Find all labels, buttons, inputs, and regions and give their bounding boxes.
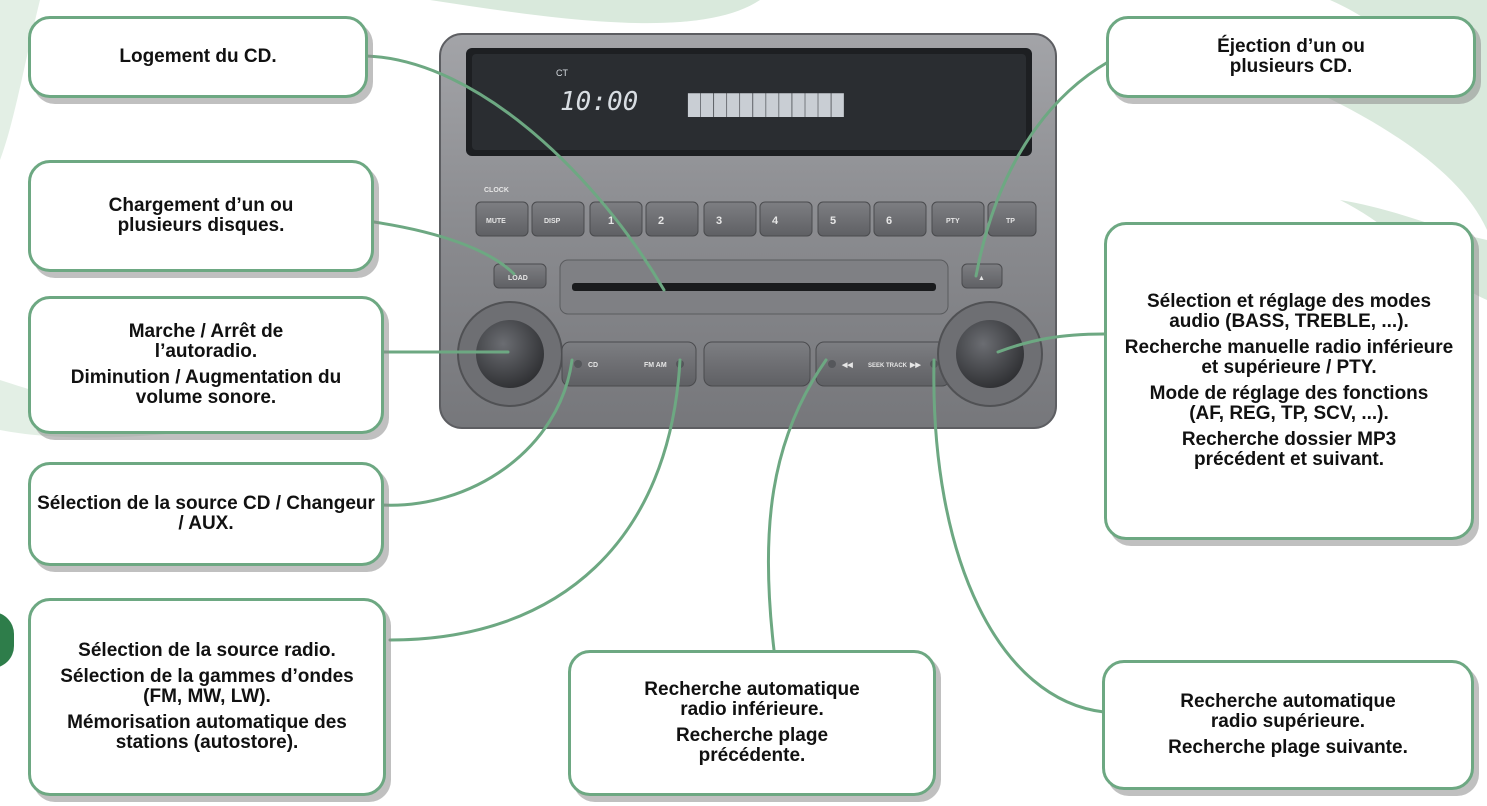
callout-audio-text-1: Sélection et réglage des modes audio (BA…	[1146, 291, 1432, 332]
next-button-label: ▶▶	[909, 362, 921, 369]
display-time: 10:00	[560, 87, 638, 117]
center-blank-button[interactable]	[703, 341, 811, 387]
preset-3-label: 3	[716, 215, 722, 227]
callout-power-text-1: Marche / Arrêt de l’autoradio.	[128, 321, 284, 362]
callout-seek-down: Recherche automatique radio inférieure. …	[568, 650, 936, 796]
leader-radio-source	[388, 358, 682, 642]
cd-led	[574, 360, 582, 368]
leader-seek-down	[766, 358, 828, 652]
callout-power-text-2: Diminution / Augmentation du volume sono…	[70, 367, 342, 408]
callout-seek-up: Recherche automatique radio supérieure. …	[1102, 660, 1474, 790]
preset-2-button[interactable]	[645, 201, 699, 237]
callout-cd-source: Sélection de la source CD / Changeur / A…	[28, 462, 384, 566]
mute-button[interactable]	[475, 201, 529, 237]
callout-cd-source-text-1: Sélection de la source CD / Changeur / A…	[37, 493, 375, 534]
display-segments: ████████████	[687, 93, 845, 117]
leader-eject	[974, 60, 1110, 278]
callout-radio-source-text-1: Sélection de la source radio.	[78, 640, 336, 661]
eject-button[interactable]	[961, 263, 1003, 289]
disp-button-label: DISP	[544, 218, 561, 225]
eject-button-label: ▲	[978, 275, 985, 282]
pty-button[interactable]	[931, 201, 985, 237]
preset-6-label: 6	[886, 215, 892, 227]
load-button-label: LOAD	[508, 275, 528, 282]
display-screen	[472, 54, 1026, 150]
callout-eject: Éjection d’un ou plusieurs CD.	[1106, 16, 1476, 98]
preset-5-button[interactable]	[817, 201, 871, 237]
callout-radio-source-text-2: Sélection de la gammes d’ondes (FM, MW, …	[60, 666, 354, 707]
tp-button-label: TP	[1006, 218, 1015, 225]
leader-seek-up	[932, 358, 1106, 714]
leader-audio	[996, 332, 1106, 354]
callout-seek-up-text-1: Recherche automatique radio supérieure.	[1180, 691, 1396, 732]
callout-radio-source: Sélection de la source radio. Sélection …	[28, 598, 386, 796]
side-tab	[0, 612, 14, 668]
leader-cd-slot	[364, 54, 666, 292]
callout-load: Chargement d’un ou plusieurs disques.	[28, 160, 374, 272]
mute-button-label: MUTE	[486, 218, 506, 225]
cd-button-label: CD	[588, 362, 598, 369]
preset-1-label: 1	[608, 215, 614, 227]
callout-power: Marche / Arrêt de l’autoradio. Diminutio…	[28, 296, 384, 434]
seek-button-label: SEEK TRACK	[868, 363, 908, 369]
callout-load-text-1: Chargement d’un ou plusieurs disques.	[108, 195, 294, 236]
preset-3-button[interactable]	[703, 201, 757, 237]
preset-6-button[interactable]	[873, 201, 927, 237]
display-small-text: CT	[556, 68, 568, 78]
callout-audio: Sélection et réglage des modes audio (BA…	[1104, 222, 1474, 540]
prev-led	[828, 360, 836, 368]
preset-5-label: 5	[830, 215, 836, 227]
callout-seek-down-text-1: Recherche automatique radio inférieure.	[644, 679, 860, 720]
button-clock-label: CLOCK	[484, 187, 509, 194]
tp-button[interactable]	[987, 201, 1037, 237]
preset-2-label: 2	[658, 215, 664, 227]
load-button[interactable]	[493, 263, 547, 289]
leader-load	[372, 220, 516, 276]
pty-button-label: PTY	[946, 218, 960, 225]
bg-swirl-top	[430, 0, 760, 24]
preset-4-button[interactable]	[759, 201, 813, 237]
preset-4-label: 4	[772, 215, 779, 227]
audio-knob[interactable]	[956, 320, 1024, 388]
leader-cd-source	[378, 358, 574, 507]
callout-eject-text-1: Éjection d’un ou plusieurs CD.	[1217, 36, 1365, 77]
fm-button-label: FM AM	[644, 362, 667, 369]
callout-radio-source-text-3: Mémorisation automatique des stations (a…	[67, 712, 347, 753]
prev-button-label: ◀◀	[841, 362, 853, 369]
cd-source-button[interactable]	[561, 341, 697, 387]
disp-button[interactable]	[531, 201, 585, 237]
callout-audio-text-4: Recherche dossier MP3 précédent et suiva…	[1181, 429, 1397, 470]
callout-audio-text-3: Mode de réglage des fonctions (AF, REG, …	[1149, 383, 1429, 424]
callout-cd-slot-text-1: Logement du CD.	[119, 46, 277, 67]
callout-seek-up-text-2: Recherche plage suivante.	[1168, 737, 1408, 758]
power-volume-knob[interactable]	[476, 320, 544, 388]
callout-cd-slot: Logement du CD.	[28, 16, 368, 98]
callout-seek-down-text-2: Recherche plage précédente.	[675, 725, 829, 766]
callout-audio-text-2: Recherche manuelle radio inférieure et s…	[1124, 337, 1454, 378]
